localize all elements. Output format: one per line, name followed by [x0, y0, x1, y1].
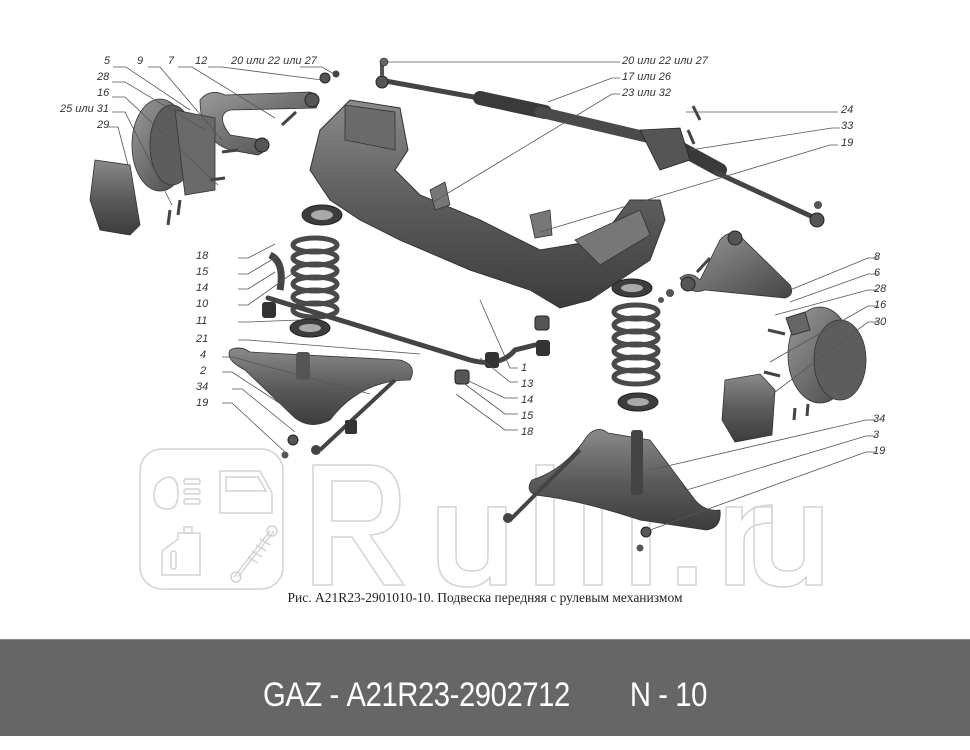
right-steering-knuckle-disc	[763, 306, 867, 421]
position-label: N	[629, 676, 651, 714]
callout-4: 4	[200, 349, 207, 361]
callout-15-left: 15	[196, 266, 209, 278]
watermark-frame	[139, 448, 284, 590]
callout-30: 30	[874, 316, 887, 328]
callout-10: 10	[196, 298, 209, 310]
callout-13: 13	[521, 378, 534, 390]
right-lower-control-arm	[503, 429, 721, 552]
right-coil-spring	[611, 278, 661, 412]
callout-29: 29	[97, 119, 110, 131]
callout-25-31: 25 или 31	[60, 103, 110, 115]
callout-11: 11	[196, 315, 208, 327]
callout-14-left: 14	[196, 282, 209, 294]
callout-28-right: 28	[874, 283, 887, 295]
left-steering-knuckle-disc	[131, 98, 239, 226]
callout-16-right: 16	[874, 299, 887, 311]
part-number: A21R23-2902712	[346, 676, 571, 714]
callout-28-left: 28	[97, 71, 110, 83]
oil-bottle-icon	[161, 526, 201, 576]
callout-34-right: 34	[873, 413, 886, 425]
stabilizer-bar	[262, 251, 550, 385]
callout-20-22-27-left: 20 или 22 или 27	[231, 55, 317, 67]
left-upper-control-arm	[199, 70, 340, 156]
suspension-illustration	[89, 57, 878, 552]
callout-2: 2	[200, 365, 207, 377]
callout-18-center: 18	[521, 426, 534, 438]
shock-absorber-icon	[230, 525, 278, 583]
callout-19-left: 19	[196, 397, 209, 409]
callout-1: 1	[521, 362, 528, 374]
headlight-icon	[153, 476, 201, 510]
position-separator: -	[658, 676, 668, 714]
callout-5: 5	[104, 55, 111, 67]
callout-19-right: 19	[873, 445, 886, 457]
callout-9: 9	[137, 55, 144, 67]
callout-20-22-27-right: 20 или 22 или 27	[622, 55, 708, 67]
callout-8: 8	[874, 251, 881, 263]
callout-16-left: 16	[97, 87, 110, 99]
brand-separator: -	[329, 676, 340, 714]
callout-6: 6	[874, 267, 881, 279]
right-brake-caliper	[721, 373, 776, 443]
callout-14-center: 14	[521, 394, 534, 406]
callout-3: 3	[873, 429, 880, 441]
left-brake-caliper	[89, 159, 141, 236]
parts-diagram: 5 9 7 12 20 или 22 или 27 28 16 25 или 3…	[60, 55, 887, 605]
callout-12: 12	[195, 55, 208, 67]
brand-name: GAZ	[263, 676, 322, 714]
callout-23-32: 23 или 32	[622, 87, 672, 99]
leader-lines	[108, 61, 878, 531]
callout-19-top: 19	[841, 137, 854, 149]
callout-7: 7	[168, 55, 175, 67]
callout-17-26: 17 или 26	[622, 71, 672, 83]
footer-bar: GAZ - A21R23-2902712 N - 10	[0, 639, 970, 736]
steering-rack	[375, 57, 825, 228]
callout-18-left: 18	[196, 250, 209, 262]
callout-24: 24	[841, 104, 854, 116]
car-door-icon	[219, 470, 273, 514]
left-coil-spring	[289, 204, 343, 338]
part-info: GAZ - A21R23-2902712 N - 10	[68, 640, 902, 737]
callout-33: 33	[841, 120, 854, 132]
callout-34-left: 34	[196, 381, 209, 393]
callout-21: 21	[196, 333, 209, 345]
left-lower-control-arm	[228, 347, 413, 459]
position-number: 10	[675, 676, 707, 714]
callout-15-center: 15	[521, 410, 534, 422]
figure-caption: Рис. A21R23-2901010-10. Подвеска передня…	[287, 590, 683, 605]
subframe	[309, 99, 666, 309]
right-upper-control-arm	[658, 230, 793, 303]
